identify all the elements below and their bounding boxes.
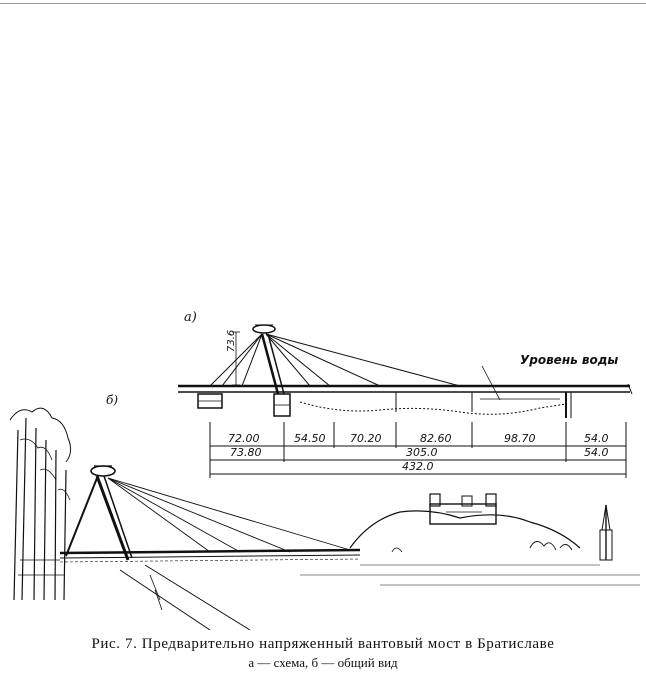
hill: [349, 510, 581, 549]
dim-row2-0: 73.80: [230, 446, 262, 459]
dim-total: 432.0: [402, 460, 434, 473]
water-level-leader: [481, 365, 501, 401]
scheme-a: [178, 324, 633, 418]
pylon-leg-b: [95, 475, 130, 561]
dim-row2-2: 54.0: [584, 446, 609, 459]
dimension-lines: [209, 422, 627, 478]
general-view-b: [9, 407, 640, 630]
water-level-label: Уровень воды: [520, 353, 619, 367]
castle: [429, 503, 497, 525]
caption-subtitle: а — схема, б — общий вид: [248, 655, 398, 670]
road: [119, 564, 251, 630]
top-rule: [0, 3, 646, 4]
pylon-top-ufo-a: [252, 324, 276, 334]
deck-b: [59, 548, 361, 555]
pylon-height-label: 73.6: [226, 329, 237, 352]
pylon-leg-a: [260, 333, 280, 395]
dim-row1-4: 98.70: [504, 432, 536, 445]
dim-row1-1: 54.50: [294, 432, 326, 445]
river: [300, 564, 640, 586]
figure-caption: Рис. 7. Предварительно напряженный ванто…: [0, 636, 646, 671]
trees-left: [9, 407, 72, 601]
dim-row1-5: 54.0: [584, 432, 609, 445]
dim-row1-2: 70.20: [350, 432, 382, 445]
view-a-label: а): [184, 310, 197, 325]
caption-title: Рис. 7. Предварительно напряженный ванто…: [91, 636, 555, 652]
river-bed: [299, 401, 567, 415]
dim-row1-0: 72.00: [228, 432, 260, 445]
pylon-top-ufo-b: [90, 465, 116, 477]
dim-row1-3: 82.60: [420, 432, 452, 445]
view-b-label: б): [106, 393, 119, 407]
dim-row2-1: 305.0: [406, 446, 438, 459]
bridge-figure: [9, 324, 640, 630]
